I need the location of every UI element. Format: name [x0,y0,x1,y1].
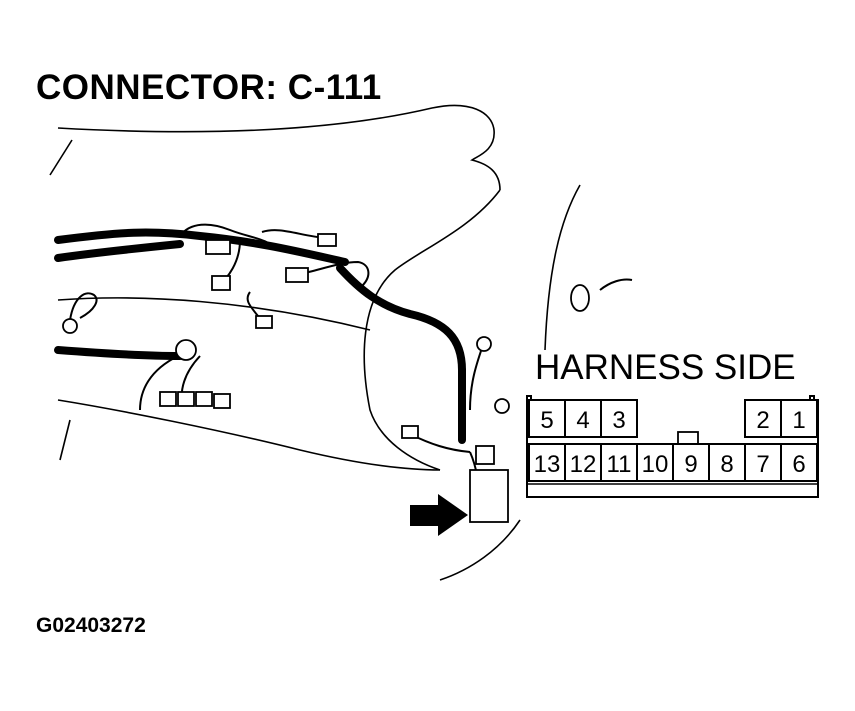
pin-cell [744,399,782,438]
pin-cell [780,399,818,438]
pin-cell [600,399,638,438]
arrow-icon [410,494,468,536]
pin-cell [780,443,818,482]
harness-connectors [62,233,590,523]
figure-reference: G02403272 [36,614,146,637]
pin-cell [564,443,602,482]
harness-side-label: HARNESS SIDE [535,348,796,387]
connector-title: CONNECTOR: C-111 [36,68,382,107]
pin-number: 10 [642,451,669,478]
pin-cell [744,443,782,482]
pin-number: 1 [792,407,805,434]
pin-number: 13 [534,451,561,478]
pin-number: 6 [792,451,805,478]
pin-number: 7 [756,451,769,478]
pin-cell [600,443,638,482]
pin-number: 12 [570,451,597,478]
connector-latch [677,431,699,445]
pin-cell [636,443,674,482]
pin-number: 5 [540,407,553,434]
pin-number: 4 [576,407,589,434]
pin-number: 2 [756,407,769,434]
pin-number: 3 [612,407,625,434]
pin-number: 11 [607,451,632,478]
main-harness [54,228,466,444]
pin-number: 9 [684,451,697,478]
pin-number: 8 [720,451,733,478]
dashboard-outline [49,104,581,581]
connector-face: 5 4 3 2 1 13 12 11 10 9 8 7 6 [526,395,819,498]
